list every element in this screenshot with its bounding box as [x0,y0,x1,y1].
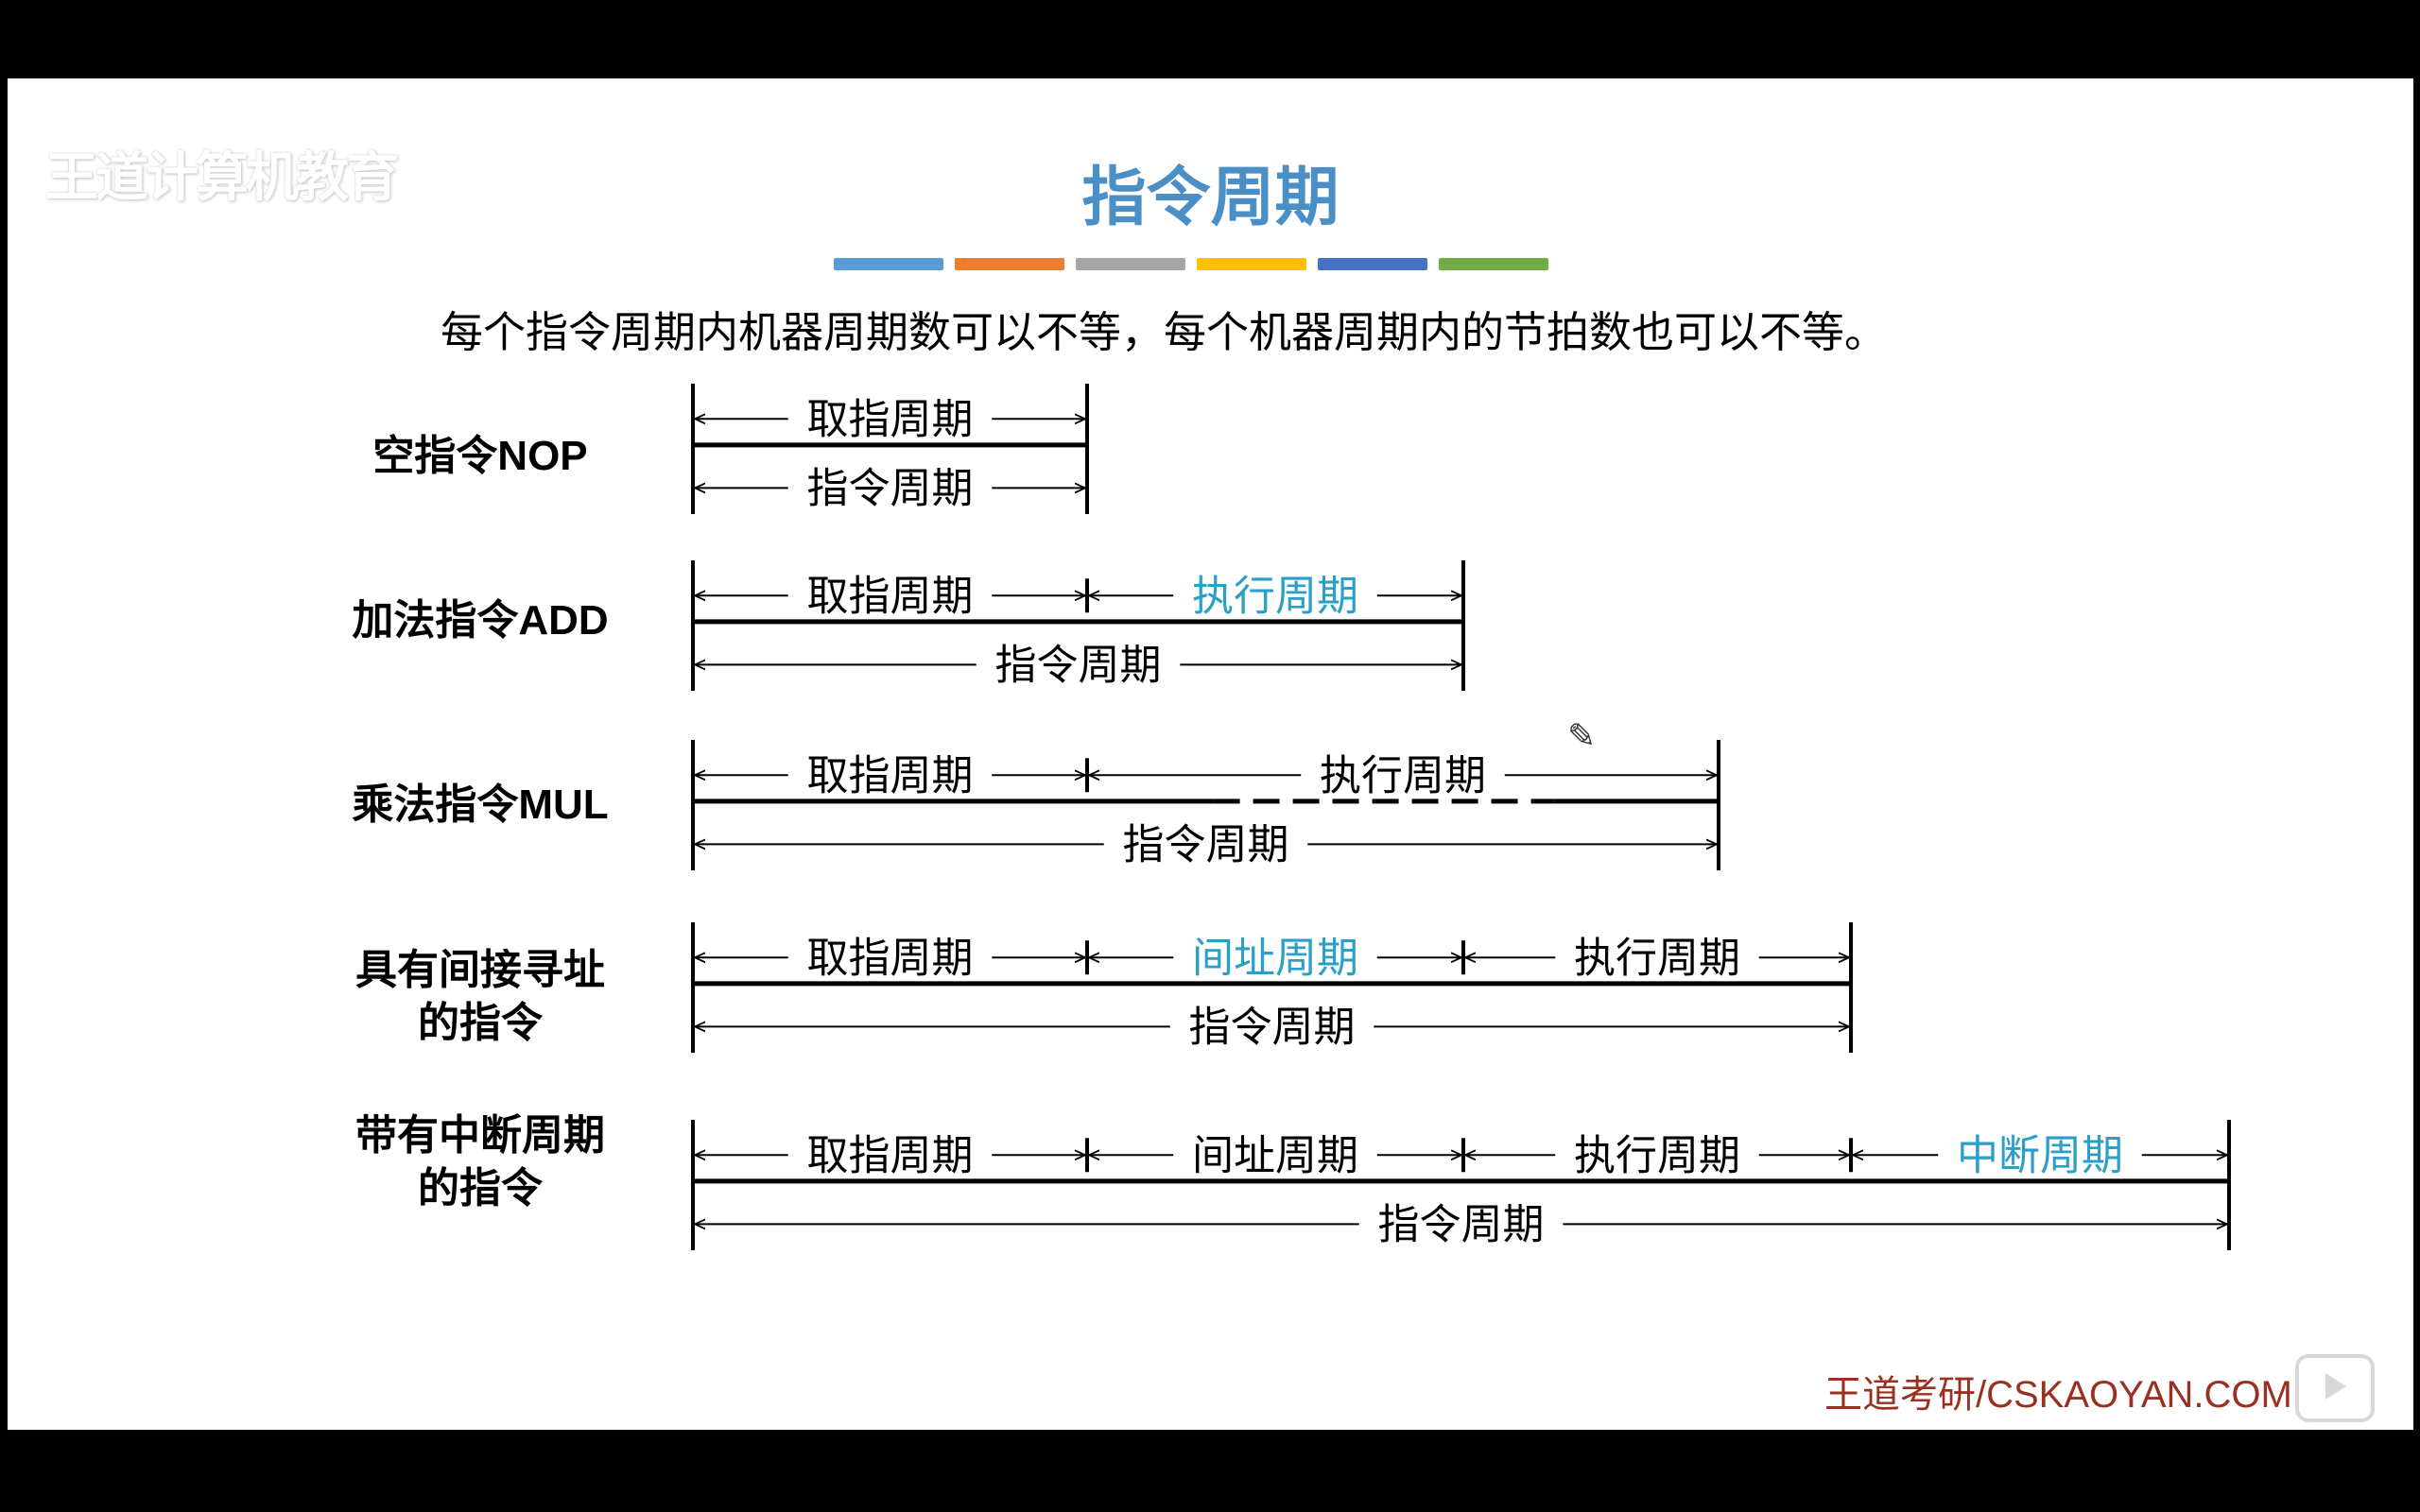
segment-label: 取指周期 [807,572,974,620]
footer-brand: 王道考研/CSKAOYAN.COM [1824,1374,2292,1416]
segment-label: 执行周期 [1574,1131,1740,1179]
title-bar-2 [1076,258,1185,270]
total-label: 指令周期 [1378,1200,1545,1248]
watermark-logo: 王道计算机教育 [45,147,399,209]
total-label: 指令周期 [807,464,974,512]
segment-label: 执行周期 [1192,572,1358,620]
segment-label: 取指周期 [807,751,974,799]
row-label: 空指令NOP [372,433,587,479]
total-label: 指令周期 [1123,820,1289,868]
row-label: 的指令 [418,1165,544,1211]
row-label: 乘法指令MUL [352,782,608,828]
segment-label: 取指周期 [807,934,974,982]
row-label: 具有间接寻址 [355,947,605,993]
total-label: 指令周期 [1189,1003,1356,1051]
title-bar-4 [1318,258,1427,270]
segment-label: 间址周期 [1192,1131,1358,1179]
segment-label: 取指周期 [807,395,974,443]
instruction-cycle-diagram: 空指令NOP取指周期指令周期加法指令ADD取指周期执行周期指令周期乘法指令MUL… [352,384,2231,1250]
segment-label: 执行周期 [1574,934,1740,982]
play-button-icon[interactable] [2295,1354,2375,1422]
slide-title: 指令周期 [1081,160,1340,235]
title-bar-0 [834,258,943,270]
title-bar-5 [1439,258,1548,270]
segment-label: 中断周期 [1957,1131,2123,1179]
title-color-bars [834,258,1548,270]
row-label: 带有中断周期 [355,1112,605,1159]
segment-label: 执行周期 [1320,751,1486,799]
row-label: 的指令 [418,1000,544,1046]
pencil-cursor-icon: ✎ [1567,717,1597,756]
total-label: 指令周期 [995,641,1162,689]
segment-label: 间址周期 [1192,934,1358,982]
slide: 王道计算机教育 指令周期 每个指令周期内机器周期数可以不等，每个机器周期内的节拍… [8,78,2413,1430]
title-bar-3 [1197,258,1306,270]
row-label: 加法指令ADD [352,597,608,644]
segment-label: 取指周期 [807,1131,974,1179]
slide-subtitle: 每个指令周期内机器周期数可以不等，每个机器周期内的节拍数也可以不等。 [441,307,1888,357]
title-bar-1 [955,258,1064,270]
